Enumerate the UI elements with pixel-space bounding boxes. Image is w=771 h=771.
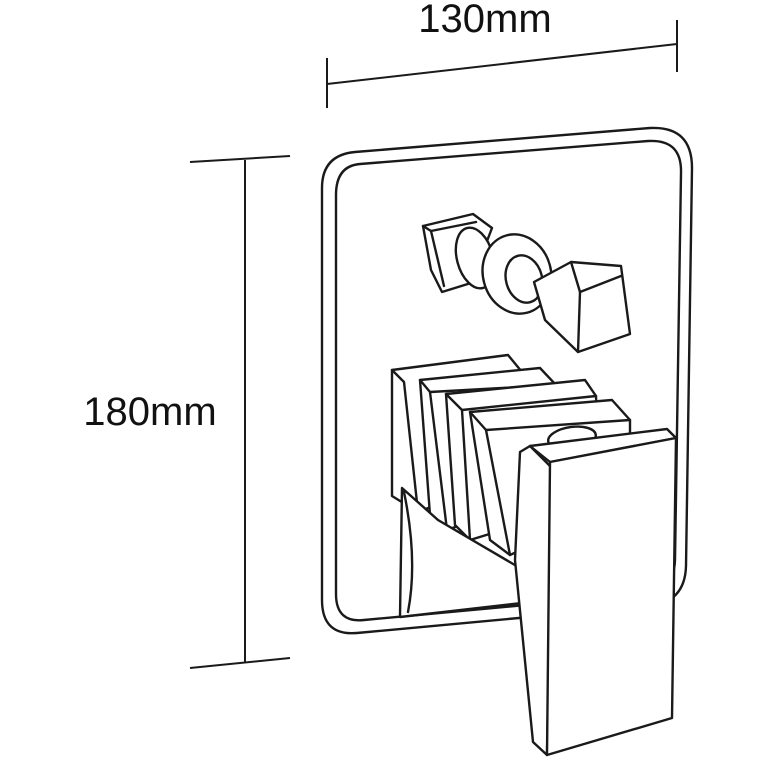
step-1-edge bbox=[390, 368, 420, 514]
knob-front-cap-edge-2 bbox=[578, 274, 623, 294]
step-4-top bbox=[484, 418, 632, 432]
knob-stem bbox=[504, 254, 544, 304]
lever-front-face bbox=[545, 436, 678, 757]
height-extension-bottom bbox=[189, 657, 291, 669]
knob-rear-cap-edge bbox=[429, 229, 446, 288]
step-3-top bbox=[460, 394, 598, 412]
width-dimension-line bbox=[326, 43, 678, 85]
width-dimension: 130mm bbox=[326, 0, 678, 108]
height-extension-top bbox=[189, 155, 291, 163]
cartridge-base-curve bbox=[402, 490, 414, 614]
diverter-knob[interactable] bbox=[421, 212, 632, 354]
knob-rear-cap-edge-2 bbox=[421, 220, 478, 233]
mixer-lever[interactable] bbox=[513, 424, 678, 757]
width-label: 130mm bbox=[418, 0, 551, 41]
height-dimension: 180mm bbox=[83, 155, 291, 669]
height-label: 180mm bbox=[83, 390, 216, 434]
